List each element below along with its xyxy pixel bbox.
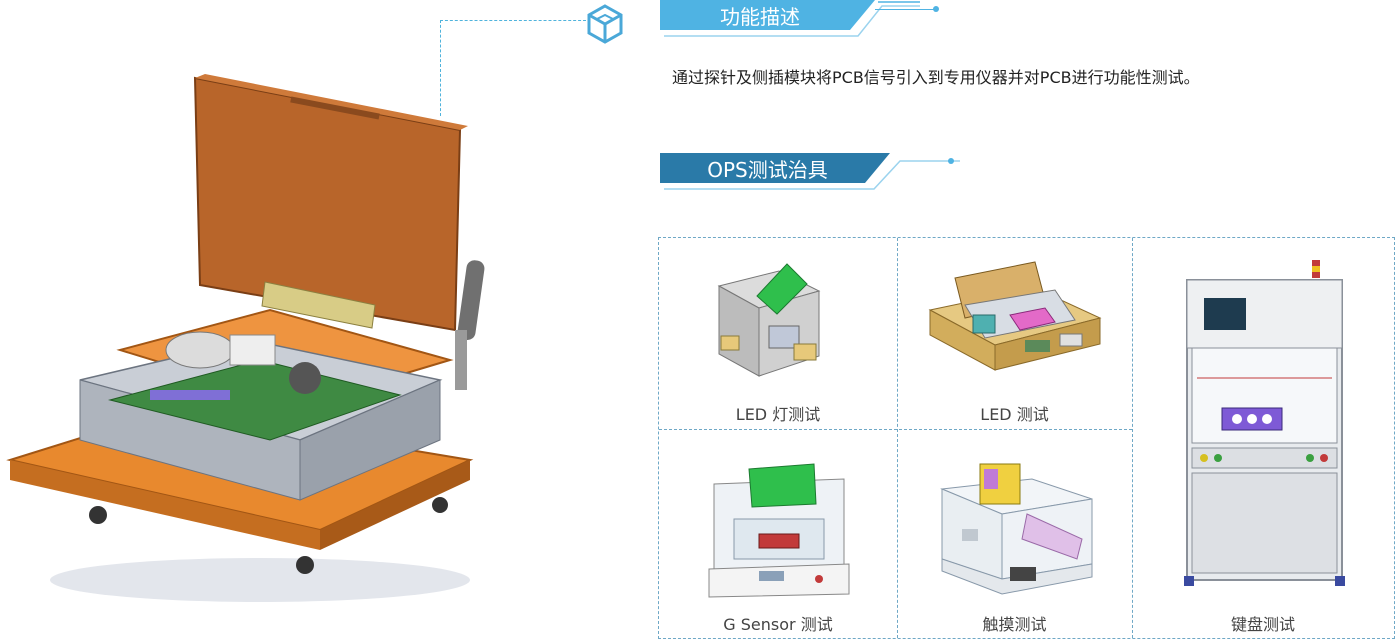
section-heading-banner: OPS测试治具 — [660, 153, 960, 191]
feature-description: 通过探针及侧插模块将PCB信号引入到专用仪器并对PCB进行功能性测试。 — [672, 68, 1200, 87]
feature-heading: 功能描述 — [720, 4, 800, 29]
product-g-sensor-test[interactable]: G Sensor 测试 — [659, 429, 897, 640]
banner-tail-dot — [933, 6, 939, 12]
product-grid: LED 灯测试 LED 测试 G Sensor 测试 — [658, 237, 1395, 639]
banner-tail-line — [875, 9, 935, 10]
product-caption: G Sensor 测试 — [723, 615, 833, 634]
grid-divider — [1132, 238, 1133, 638]
banner-shape — [660, 153, 960, 190]
product-keyboard-test[interactable]: 键盘测试 — [1132, 238, 1394, 640]
leader-line — [440, 20, 586, 116]
grid-divider — [897, 238, 898, 638]
product-touch-test[interactable]: 触摸测试 — [897, 429, 1132, 640]
feature-heading-banner: 功能描述 — [660, 0, 920, 38]
g-sensor-tester-image — [708, 463, 850, 598]
product-caption: LED 灯测试 — [735, 405, 821, 424]
cube-icon — [587, 4, 623, 44]
product-led-test[interactable]: LED 测试 — [897, 238, 1132, 429]
section-heading: OPS测试治具 — [707, 157, 828, 182]
ops-fixture-illustration — [6, 74, 485, 602]
touch-tester-image — [940, 463, 1093, 595]
keyboard-tester-image — [1184, 260, 1345, 586]
product-caption: LED 测试 — [980, 405, 1049, 424]
product-caption: 触摸测试 — [982, 615, 1047, 634]
grid-divider — [659, 429, 1132, 430]
banner-shape — [660, 0, 920, 37]
product-caption: 键盘测试 — [1230, 615, 1295, 634]
led-lamp-tester-image — [717, 263, 821, 377]
product-led-lamp-test[interactable]: LED 灯测试 — [659, 238, 897, 429]
led-tester-image — [928, 261, 1102, 371]
banner-tail-dot — [948, 158, 954, 164]
